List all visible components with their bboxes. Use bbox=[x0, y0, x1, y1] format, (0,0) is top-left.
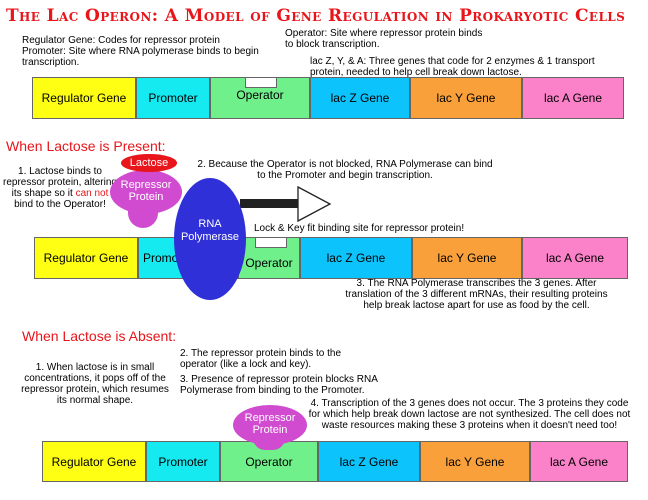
present-step-1-text-end: bind to the Operator! bbox=[14, 199, 106, 210]
lac-a-block: lac A Gene bbox=[530, 441, 628, 482]
regulator-gene-block: Regulator Gene bbox=[32, 77, 136, 119]
lactose-molecule: Lactose bbox=[121, 154, 177, 172]
present-step-3: 3. The RNA Polymerase transcribes the 3 … bbox=[345, 278, 608, 311]
regulator-gene-definition: Regulator Gene: Codes for repressor prot… bbox=[22, 35, 220, 46]
page-title: The Lac Operon: A Model of Gene Regulati… bbox=[6, 6, 626, 26]
promoter-definition: Promoter: Site where RNA polymerase bind… bbox=[22, 46, 259, 68]
repressor-protein-label: Repressor Protein bbox=[244, 412, 296, 436]
absent-step-1: 1. When lactose is in small concentratio… bbox=[21, 362, 169, 406]
promoter-block: Promoter bbox=[146, 441, 220, 482]
operator-binding-notch bbox=[245, 78, 277, 88]
repressor-binding-lobe bbox=[253, 438, 285, 450]
rna-polymerase: RNA Polymerase bbox=[174, 178, 246, 300]
absent-step-2: 2. The repressor protein binds to the op… bbox=[180, 348, 342, 370]
lac-z-block: lac Z Gene bbox=[300, 237, 412, 279]
present-step-1-text: 1. Lactose binds to repressor protein, a… bbox=[3, 166, 117, 199]
lac-z-block: lac Z Gene bbox=[318, 441, 420, 482]
operator-binding-notch bbox=[255, 238, 287, 248]
lac-y-block: lac Y Gene bbox=[410, 77, 522, 119]
repressor-protein-lower-lobe bbox=[128, 206, 158, 228]
lactose-absent-heading: When Lactose is Absent: bbox=[22, 328, 177, 344]
present-step-1-emphasis: can not bbox=[75, 188, 109, 199]
operator-definition: Operator: Site where repressor protein b… bbox=[285, 28, 483, 50]
absent-step-3: 3. Presence of repressor protein blocks … bbox=[180, 374, 378, 396]
lock-key-note: Lock & Key fit binding site for represso… bbox=[254, 223, 465, 234]
lac-y-block: lac Y Gene bbox=[412, 237, 522, 279]
lac-a-block: lac A Gene bbox=[522, 77, 624, 119]
lac-y-block: lac Y Gene bbox=[420, 441, 530, 482]
arrow-head bbox=[297, 185, 332, 223]
present-step-1: 1. Lactose binds to repressor protein, a… bbox=[3, 166, 117, 210]
lac-z-block: lac Z Gene bbox=[310, 77, 410, 119]
regulator-gene-block: Regulator Gene bbox=[42, 441, 146, 482]
lac-a-block: lac A Gene bbox=[522, 237, 628, 279]
promoter-block: Promoter bbox=[136, 77, 210, 119]
repressor-protein-label: Repressor Protein bbox=[120, 179, 172, 203]
absent-step-4: 4. Transcription of the 3 genes does not… bbox=[308, 398, 631, 431]
lac-genes-definition: lac Z, Y, & A: Three genes that code for… bbox=[310, 56, 595, 78]
lactose-present-heading: When Lactose is Present: bbox=[6, 138, 166, 154]
present-step-2: 2. Because the Operator is not blocked, … bbox=[197, 159, 493, 181]
operator-label: Operator bbox=[245, 256, 293, 270]
operator-block: Operator bbox=[210, 77, 310, 119]
regulator-gene-block: Regulator Gene bbox=[34, 237, 138, 279]
arrow-shaft bbox=[240, 199, 298, 208]
transcription-arrow bbox=[240, 185, 332, 223]
operator-label: Operator bbox=[236, 88, 284, 102]
operator-block: Operator bbox=[238, 237, 300, 279]
